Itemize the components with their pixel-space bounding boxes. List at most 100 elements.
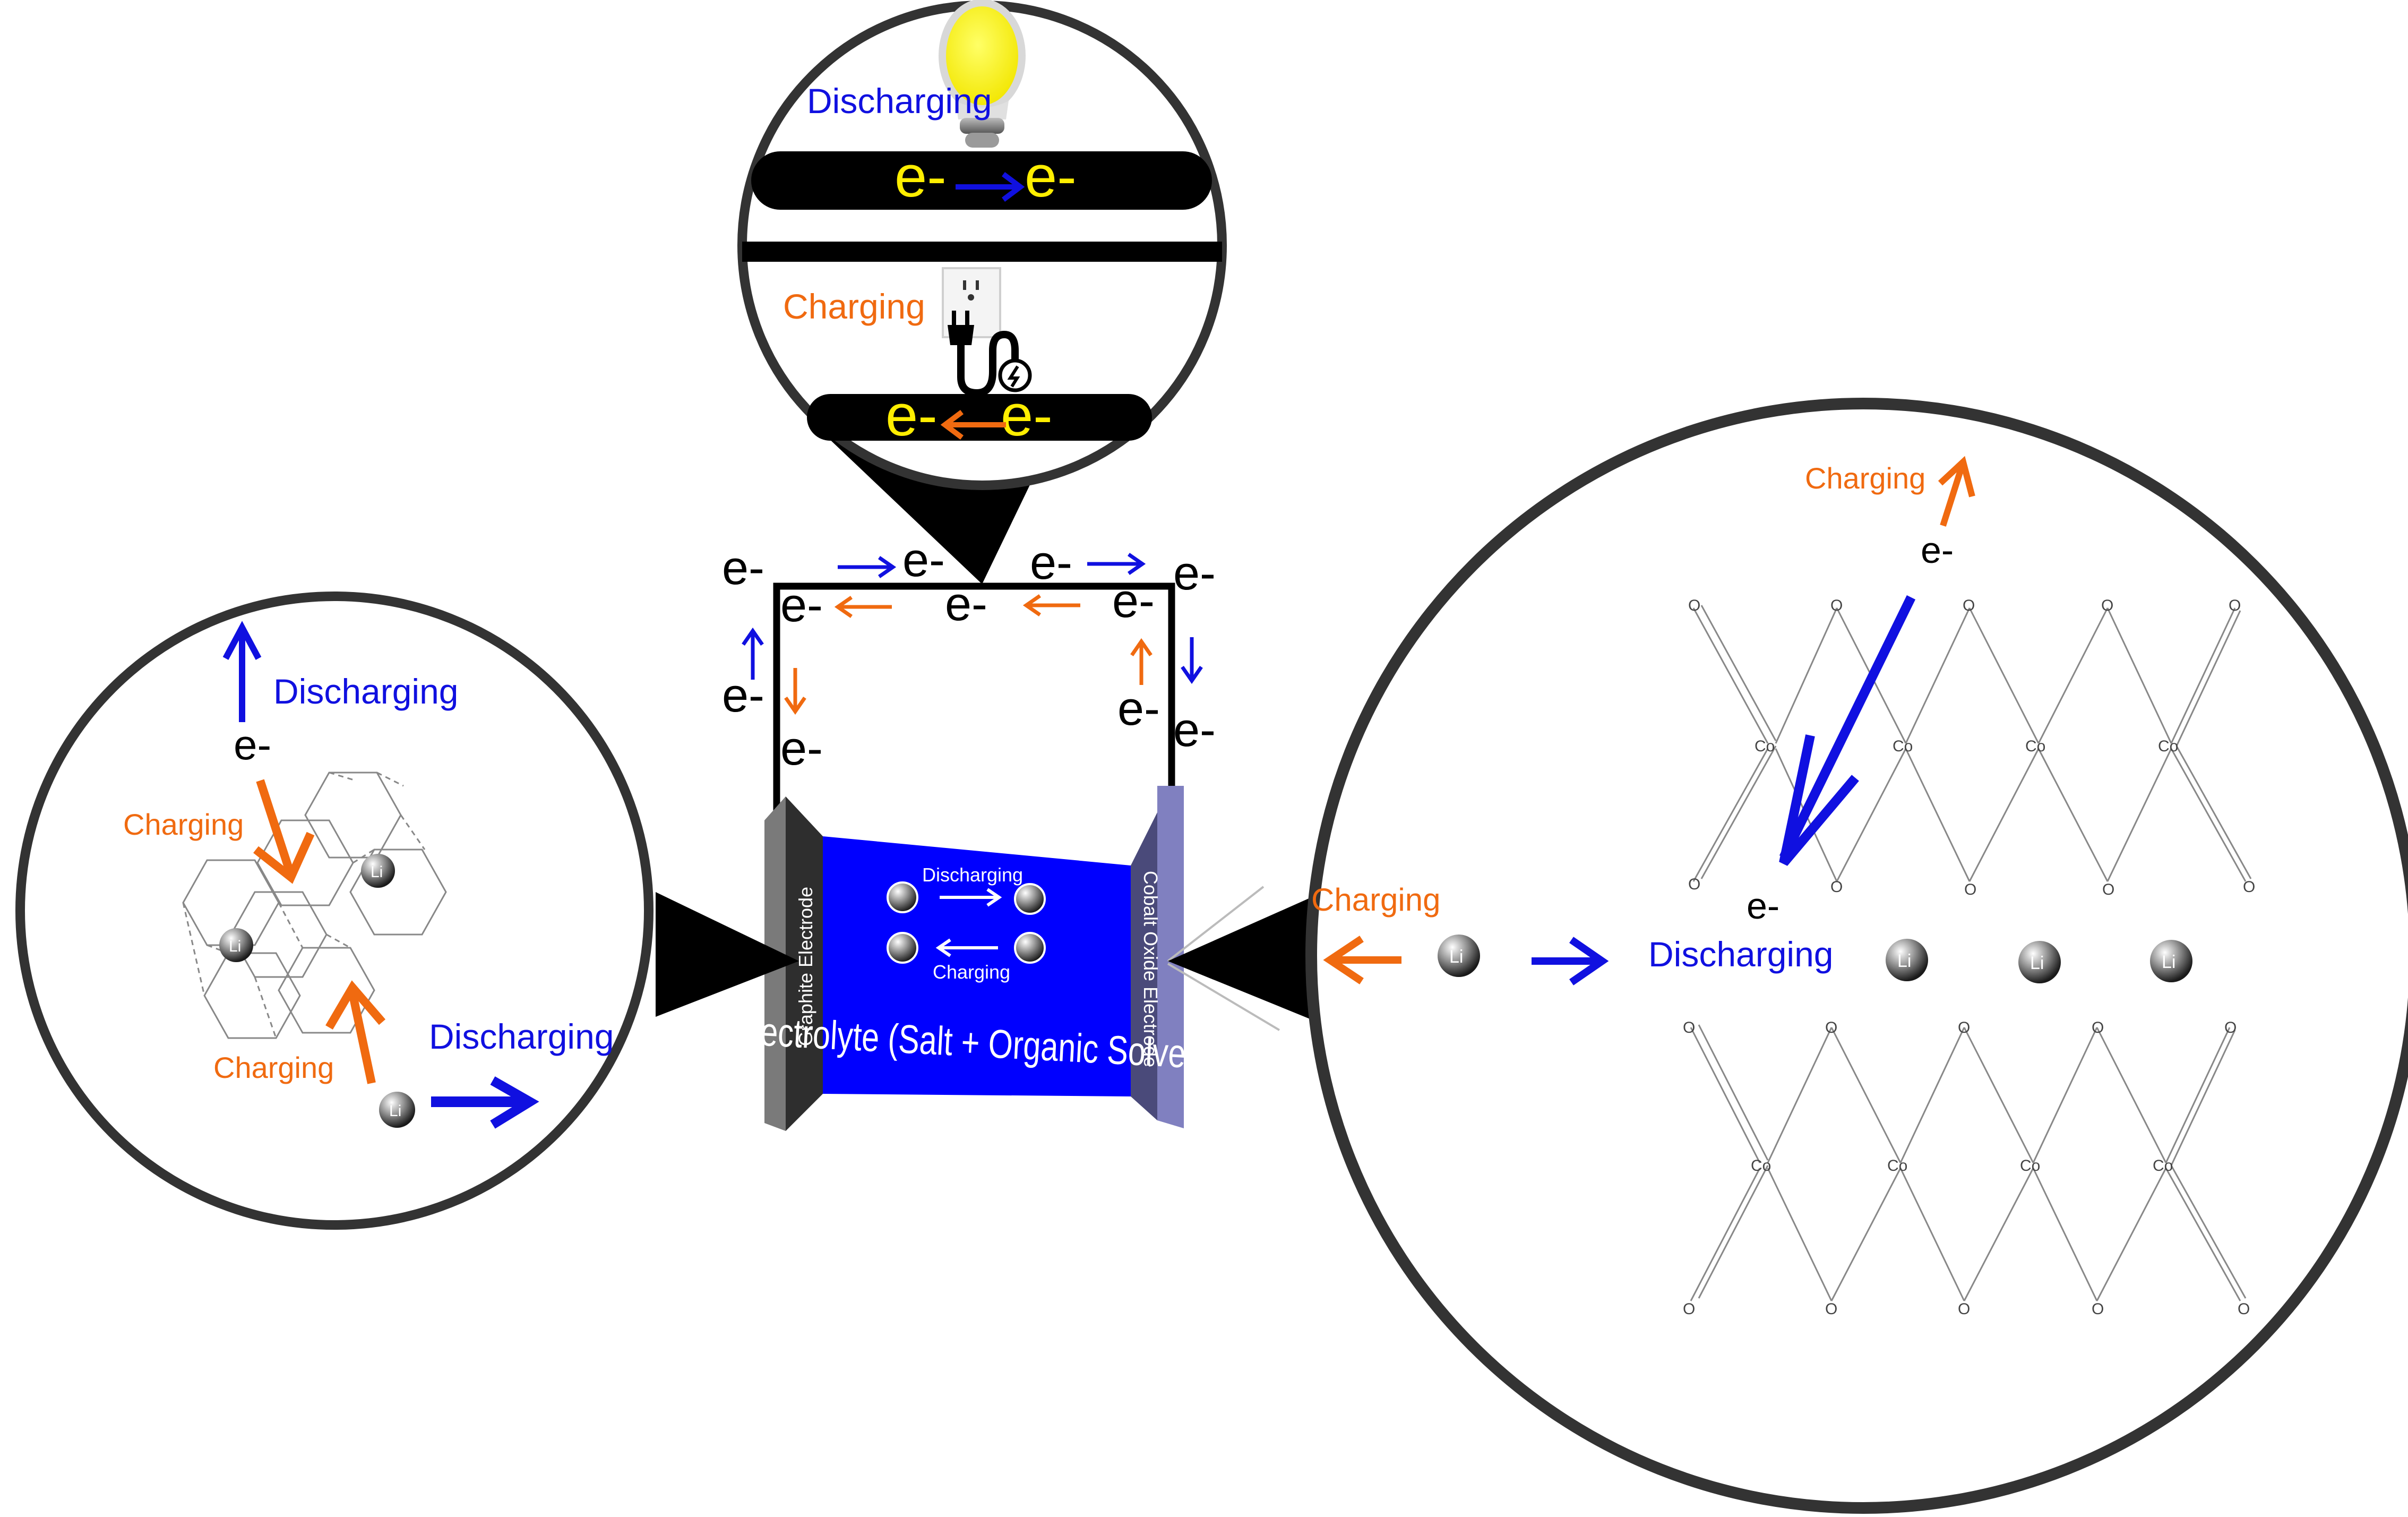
light-bulb-icon [939,0,1026,148]
right-discharging-label: Discharging [1648,935,1834,974]
electrolyte-discharging-label: Discharging [922,864,1023,886]
svg-text:Co: Co [2158,738,2178,755]
right-electron-bottom: e- [1747,885,1779,927]
left-discharging-label-bottom: Discharging [429,1017,614,1056]
svg-text:Co: Co [1887,1157,1907,1175]
discharge-arrow-down [1181,637,1203,684]
svg-text:O: O [1683,1300,1695,1318]
top-electron-left: e- [895,144,947,209]
svg-text:O: O [1963,597,1975,614]
left-zoom-circle [15,592,653,1230]
svg-text:O: O [2238,1300,2250,1318]
svg-text:O: O [1830,878,1843,896]
right-zoom-guide-line [1167,963,1280,1031]
right-zoom-panel: O O O O O Co Co Co Co O O O O O [1167,398,2408,1514]
circuit-electron: e- [722,542,764,595]
svg-text:O: O [2092,1019,2104,1036]
svg-text:O: O [1683,1019,1695,1036]
right-charge-arrow-left [1323,936,1401,984]
top-discharge-arrow [956,172,1025,202]
top-zoom-panel: Discharging e- e- Charging e- e- [737,0,1227,584]
svg-text:Co: Co [2025,738,2045,755]
svg-text:Co: Co [2153,1157,2173,1175]
battery-cell: Graphite Electrode Cobalt Oxide Electrod… [732,786,1224,1131]
left-discharge-arrow-up [222,621,262,722]
right-zoom-guide-line [1167,886,1265,962]
svg-text:Li: Li [371,863,383,881]
cobalt-oxide-lower-layer [1690,1024,2247,1301]
circuit-electron: e- [945,578,987,631]
circuit-electron: e- [780,722,823,775]
top-discharging-label: Discharging [807,81,992,121]
svg-text:O: O [1825,1019,1837,1036]
left-discharge-arrow-right [431,1076,539,1129]
svg-text:O: O [2243,878,2255,896]
svg-text:O: O [2224,1019,2237,1036]
discharge-arrow-right [838,556,897,578]
circuit-electron: e- [722,669,764,722]
cobalt-oxide-upper-atoms: O O O O O Co Co Co Co O O O O O [1688,597,2255,898]
top-charging-label: Charging [783,287,925,326]
left-zoom-panel: Li Li Li Discharging e- Charging Chargin… [15,592,799,1230]
electrolyte-charging-label: Charging [933,961,1010,983]
lithium-ion-sphere: Li [2150,940,2192,982]
svg-text:Co: Co [1751,1157,1771,1175]
top-electron-right: e- [1025,144,1077,209]
circuit-electron: e- [1173,704,1216,757]
left-charge-arrow-down [253,779,315,884]
charge-arrow-up [1130,638,1153,685]
right-zoom-circle [1305,398,2408,1514]
graphite-electrode [786,796,823,1131]
top-divider-bar [742,242,1222,262]
right-discharge-arrow-down [1779,595,1916,866]
svg-text:Li: Li [2162,952,2175,972]
lithium-ion-sphere: Li [1438,935,1480,977]
circuit-electron: e- [902,534,945,587]
cobalt-oxide-electrode-side [1131,812,1157,1120]
top-charge-electron-right: e- [1001,383,1053,448]
right-discharge-arrow-right [1532,937,1609,985]
svg-text:O: O [1688,597,1700,614]
cobalt-oxide-upper-layer [1692,605,2252,882]
svg-text:O: O [1958,1300,1970,1318]
circuit-electron: e- [1117,682,1160,735]
svg-text:Li: Li [389,1102,401,1120]
right-electron-top: e- [1921,529,1954,571]
left-charge-arrow-up [325,980,386,1084]
svg-text:Li: Li [1449,947,1463,967]
lithium-ion-sphere: Li [219,928,253,962]
left-zoom-pointer [656,892,799,1017]
svg-text:O: O [1825,1300,1837,1318]
svg-text:O: O [1688,876,1700,893]
discharge-arrow-right [1087,553,1146,575]
top-charge-wire [807,394,1152,441]
svg-text:O: O [1830,597,1843,614]
top-discharge-wire [751,151,1212,210]
svg-text:Co: Co [1893,738,1913,755]
left-electron: e- [234,721,271,768]
cobalt-oxide-electrode [1157,786,1184,1128]
right-charge-arrow-up [1938,456,1975,527]
lithium-ion-sphere: Li [2018,941,2061,983]
cobalt-oxide-lower-atoms: O O O O O Co Co Co Co O O O O O [1683,1019,2250,1318]
graphite-lattice [182,772,447,1039]
lithium-ion-sphere: Li [1886,939,1928,981]
external-circuit: e- e- e- e- e- e- e- [722,534,1216,812]
circuit-electron: e- [1112,575,1155,628]
svg-text:O: O [2102,881,2114,898]
svg-text:Li: Li [1897,951,1911,971]
left-charging-label-bottom: Charging [213,1051,334,1084]
right-charging-label-left: Charging [1311,882,1441,918]
right-zoom-pointer [1168,897,1311,1019]
svg-text:Co: Co [1755,738,1775,755]
charge-arrow-left [834,596,892,618]
svg-text:O: O [1964,881,1976,898]
svg-text:O: O [2101,597,2113,614]
right-charging-label-top: Charging [1805,461,1925,495]
left-discharging-label-top: Discharging [273,672,459,711]
charge-arrow-left [1022,594,1080,616]
top-charge-arrow [940,410,1006,440]
svg-text:O: O [1958,1019,1970,1036]
svg-text:Li: Li [2030,953,2044,973]
